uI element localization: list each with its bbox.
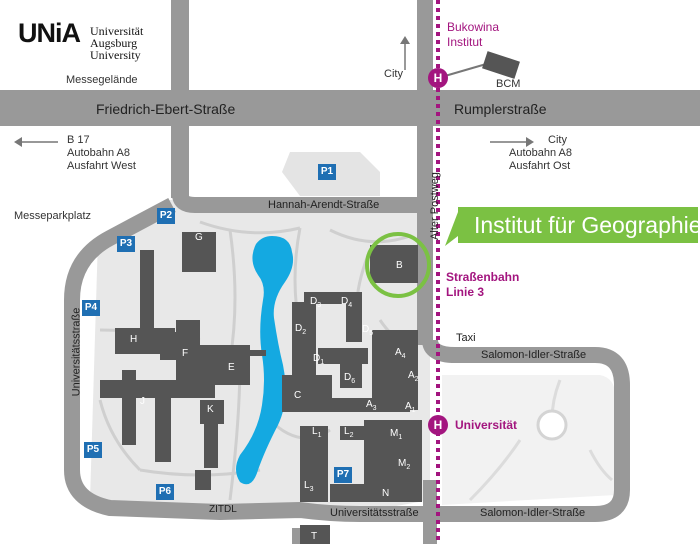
universitaets-south-label: Universitätsstraße (330, 507, 419, 519)
building-g-label: G (195, 232, 203, 243)
building-a2-label: A2 (408, 370, 419, 383)
parking-p6: P6 (156, 484, 174, 500)
building-d3-label: D3 (310, 296, 322, 309)
building-t-label: T (311, 531, 318, 542)
building-d4-label: D4 (341, 296, 353, 309)
building-f-label: F (182, 348, 189, 359)
tram-stop-universitaet-icon: H (428, 415, 448, 435)
west-direction-line3: Ausfahrt West (67, 160, 136, 172)
east-direction-line3: Ausfahrt Ost (509, 160, 571, 172)
city-north-label: City (384, 68, 403, 80)
tram-stop-universitaet-label: Universität (455, 418, 518, 432)
east-direction-line2: Autobahn A8 (509, 147, 573, 159)
bcm-label: BCM (496, 78, 521, 90)
hannah-arendt-street-label: Hannah-Arendt-Straße (268, 199, 380, 211)
building-d6-label: D6 (344, 372, 356, 385)
rumpler-street-label: Rumplerstraße (454, 101, 547, 117)
building-k-label: K (207, 404, 214, 415)
callout-institut-label: Institut für Geographie (474, 212, 700, 238)
bukowina-label-line1: Bukowina (447, 20, 500, 34)
west-direction-line2: Autobahn A8 (67, 147, 131, 159)
logo-text-line1: Universität (90, 24, 144, 38)
universitaets-west-label: Universitätsstraße (70, 307, 83, 397)
building-a4-label: A4 (395, 347, 406, 360)
buildings (100, 232, 422, 544)
building-m1-label: M1 (390, 428, 403, 441)
building-l2-label: L2 (344, 426, 354, 439)
parking-p2: P2 (157, 208, 175, 224)
zitdl-label: ZITDL (209, 504, 237, 515)
building-n-label: N (382, 488, 390, 499)
parking-p4: P4 (82, 300, 100, 316)
east-field (442, 375, 615, 505)
west-direction-line1: B 17 (67, 134, 90, 146)
building-j-label: J (140, 396, 145, 407)
logo-mark: UNiA (18, 18, 81, 48)
institut-highlight-circle (365, 232, 431, 298)
alter-postweg-label: Alter Postweg (428, 172, 441, 240)
bcm-building (482, 51, 520, 79)
tram-label-line1: Straßenbahn (446, 270, 520, 284)
taxi-label: Taxi (456, 332, 476, 344)
salomon-south-label: Salomon-Idler-Straße (480, 507, 586, 519)
building-a1-label: A1 (405, 401, 416, 414)
building-c-label: C (294, 390, 302, 401)
building-d5-label: D5 (362, 324, 374, 337)
parking-p5: P5 (84, 442, 102, 458)
building-a3-label: A3 (366, 399, 377, 412)
parking-p7: P7 (334, 467, 352, 483)
direction-arrows (14, 36, 534, 147)
bukowina-label-line2: Institut (447, 35, 483, 49)
logo-text-line3: University (90, 48, 141, 62)
tram-stop-bukowina-icon: H (428, 68, 448, 88)
east-roundabout (536, 409, 568, 441)
parking-p1: P1 (318, 164, 336, 180)
east-direction-line1: City (548, 134, 567, 146)
lake (236, 236, 294, 485)
parking-p3: P3 (117, 236, 135, 252)
callout-pointer (445, 212, 458, 246)
messegelaende-label: Messegelände (66, 74, 138, 86)
friedrich-ebert-street-label: Friedrich-Ebert-Straße (96, 101, 236, 117)
tram-label-line2: Linie 3 (446, 285, 485, 299)
messeparkplatz-label: Messeparkplatz (14, 210, 92, 222)
logo-text-line2: Augsburg (90, 36, 138, 50)
building-m2-label: M2 (398, 458, 411, 471)
building-l3-label: L3 (304, 480, 314, 493)
building-e-label: E (228, 362, 235, 373)
building-d1-label: D1 (313, 353, 325, 366)
building-d2-label: D2 (295, 323, 307, 336)
building-h-label: H (130, 334, 138, 345)
building-l1-label: L1 (312, 426, 322, 439)
building-b-label: B (396, 260, 403, 271)
callout-box (458, 207, 698, 243)
salomon-north-label: Salomon-Idler-Straße (481, 349, 587, 361)
